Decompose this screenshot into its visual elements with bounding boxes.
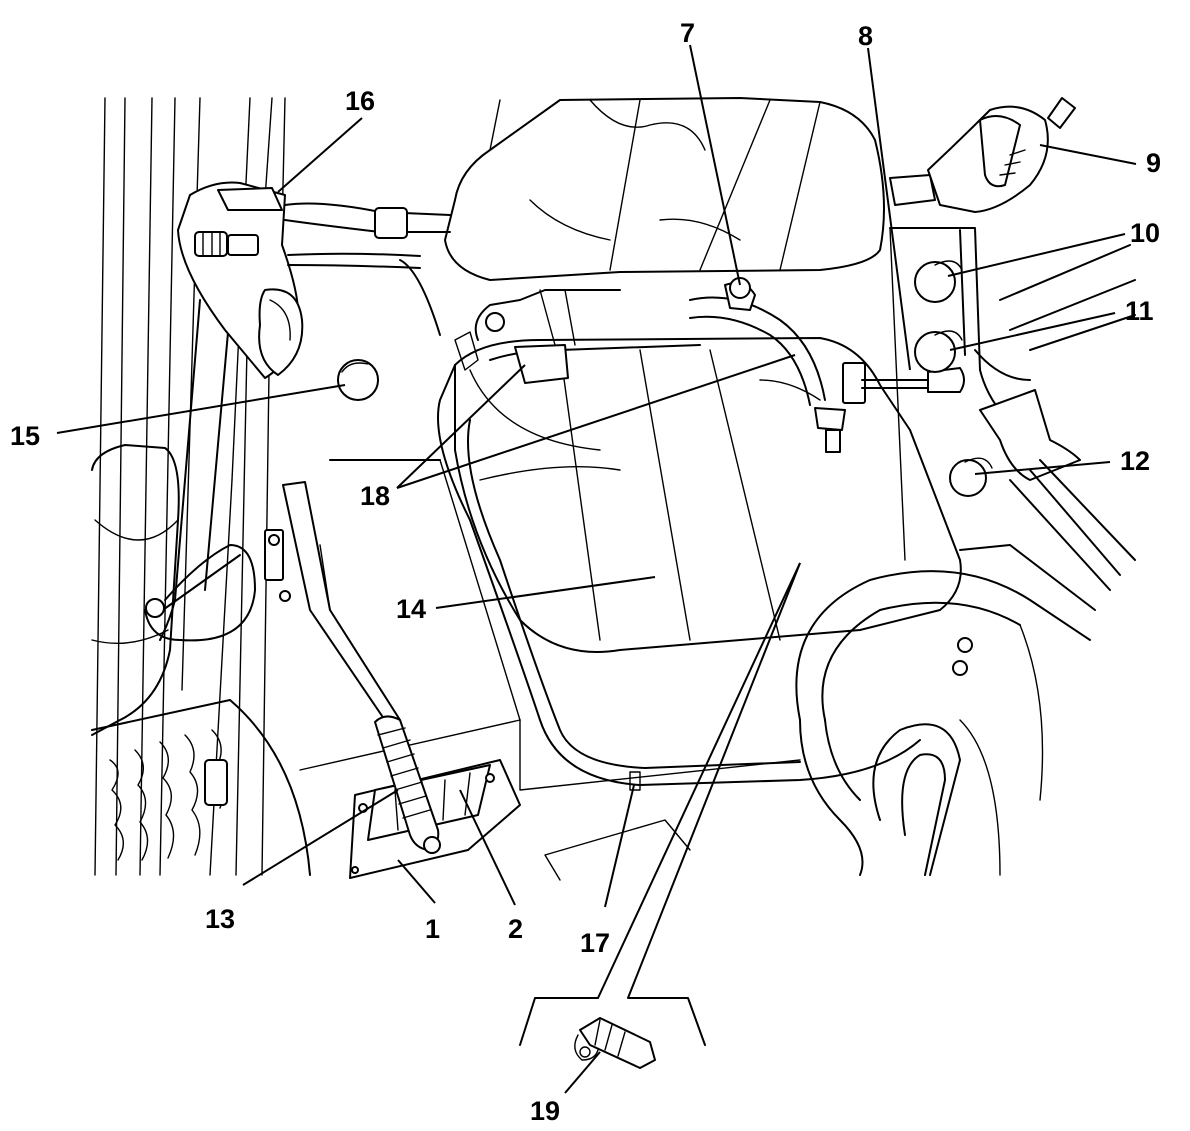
- callout-17: 17: [580, 928, 610, 958]
- knob-10: [914, 260, 963, 303]
- inset-frame: [519, 997, 706, 1046]
- right-rail: [959, 244, 1136, 611]
- lever-handle-13: [374, 715, 441, 854]
- lever-9: [889, 97, 1076, 213]
- floor-mat-left: [91, 699, 311, 876]
- lever-13: [264, 481, 401, 736]
- callout-11: 11: [1125, 296, 1154, 326]
- callout-18: 18: [360, 481, 390, 511]
- callout-12: 12: [1120, 446, 1150, 476]
- callout-19: 19: [530, 1096, 560, 1126]
- callout-7: 7: [680, 18, 695, 48]
- leader-16: [277, 117, 363, 193]
- seat-belt: [144, 299, 256, 642]
- knob-11: [914, 330, 963, 373]
- bracket-16: [177, 181, 304, 379]
- steering-wheel: [795, 570, 1091, 876]
- leader-lines: [56, 44, 1137, 1094]
- left-console: [91, 444, 180, 736]
- seat-back: [444, 97, 885, 281]
- leader-1: [397, 859, 436, 904]
- callout-15: 15: [10, 421, 40, 451]
- seat-frame: [437, 364, 921, 881]
- leader-15: [56, 384, 346, 434]
- leader-11: [949, 312, 1116, 351]
- callout-13: 13: [205, 904, 235, 934]
- leader-10: [947, 233, 1126, 277]
- seat-cushion: [454, 337, 962, 653]
- pin-8: [842, 362, 965, 404]
- knob-15: [337, 359, 379, 401]
- leader-14: [435, 576, 656, 609]
- leader-19-a: [597, 562, 801, 999]
- leader-18a: [396, 364, 526, 489]
- callout-14: 14: [396, 594, 426, 624]
- leader-8: [867, 47, 911, 371]
- coupler-19: [574, 1017, 656, 1069]
- callout-16: 16: [345, 86, 375, 116]
- leader-19-b: [627, 562, 801, 999]
- callout-9: 9: [1146, 148, 1161, 178]
- floor-panel: [299, 259, 521, 771]
- callout-2: 2: [508, 914, 523, 944]
- callout-10: 10: [1130, 218, 1160, 248]
- hose-7: [689, 277, 846, 453]
- knob-12: [949, 457, 993, 497]
- leader-2: [459, 789, 516, 906]
- leader-17: [604, 784, 635, 908]
- leader-19: [564, 1051, 601, 1094]
- callout-8: 8: [858, 21, 873, 51]
- leader-9: [1039, 144, 1137, 165]
- leader-12: [974, 461, 1111, 475]
- callouts: 16 7 8 9 10 11 12 15 18 14 13 1 2 17 19: [10, 18, 1161, 1126]
- leader-13: [242, 789, 399, 886]
- leader-18b: [396, 354, 796, 489]
- strap-18: [474, 289, 701, 384]
- callout-1: 1: [425, 914, 440, 944]
- right-panel: [889, 227, 1031, 561]
- hydraulic-lines-top: [284, 202, 451, 269]
- leader-7: [689, 44, 741, 286]
